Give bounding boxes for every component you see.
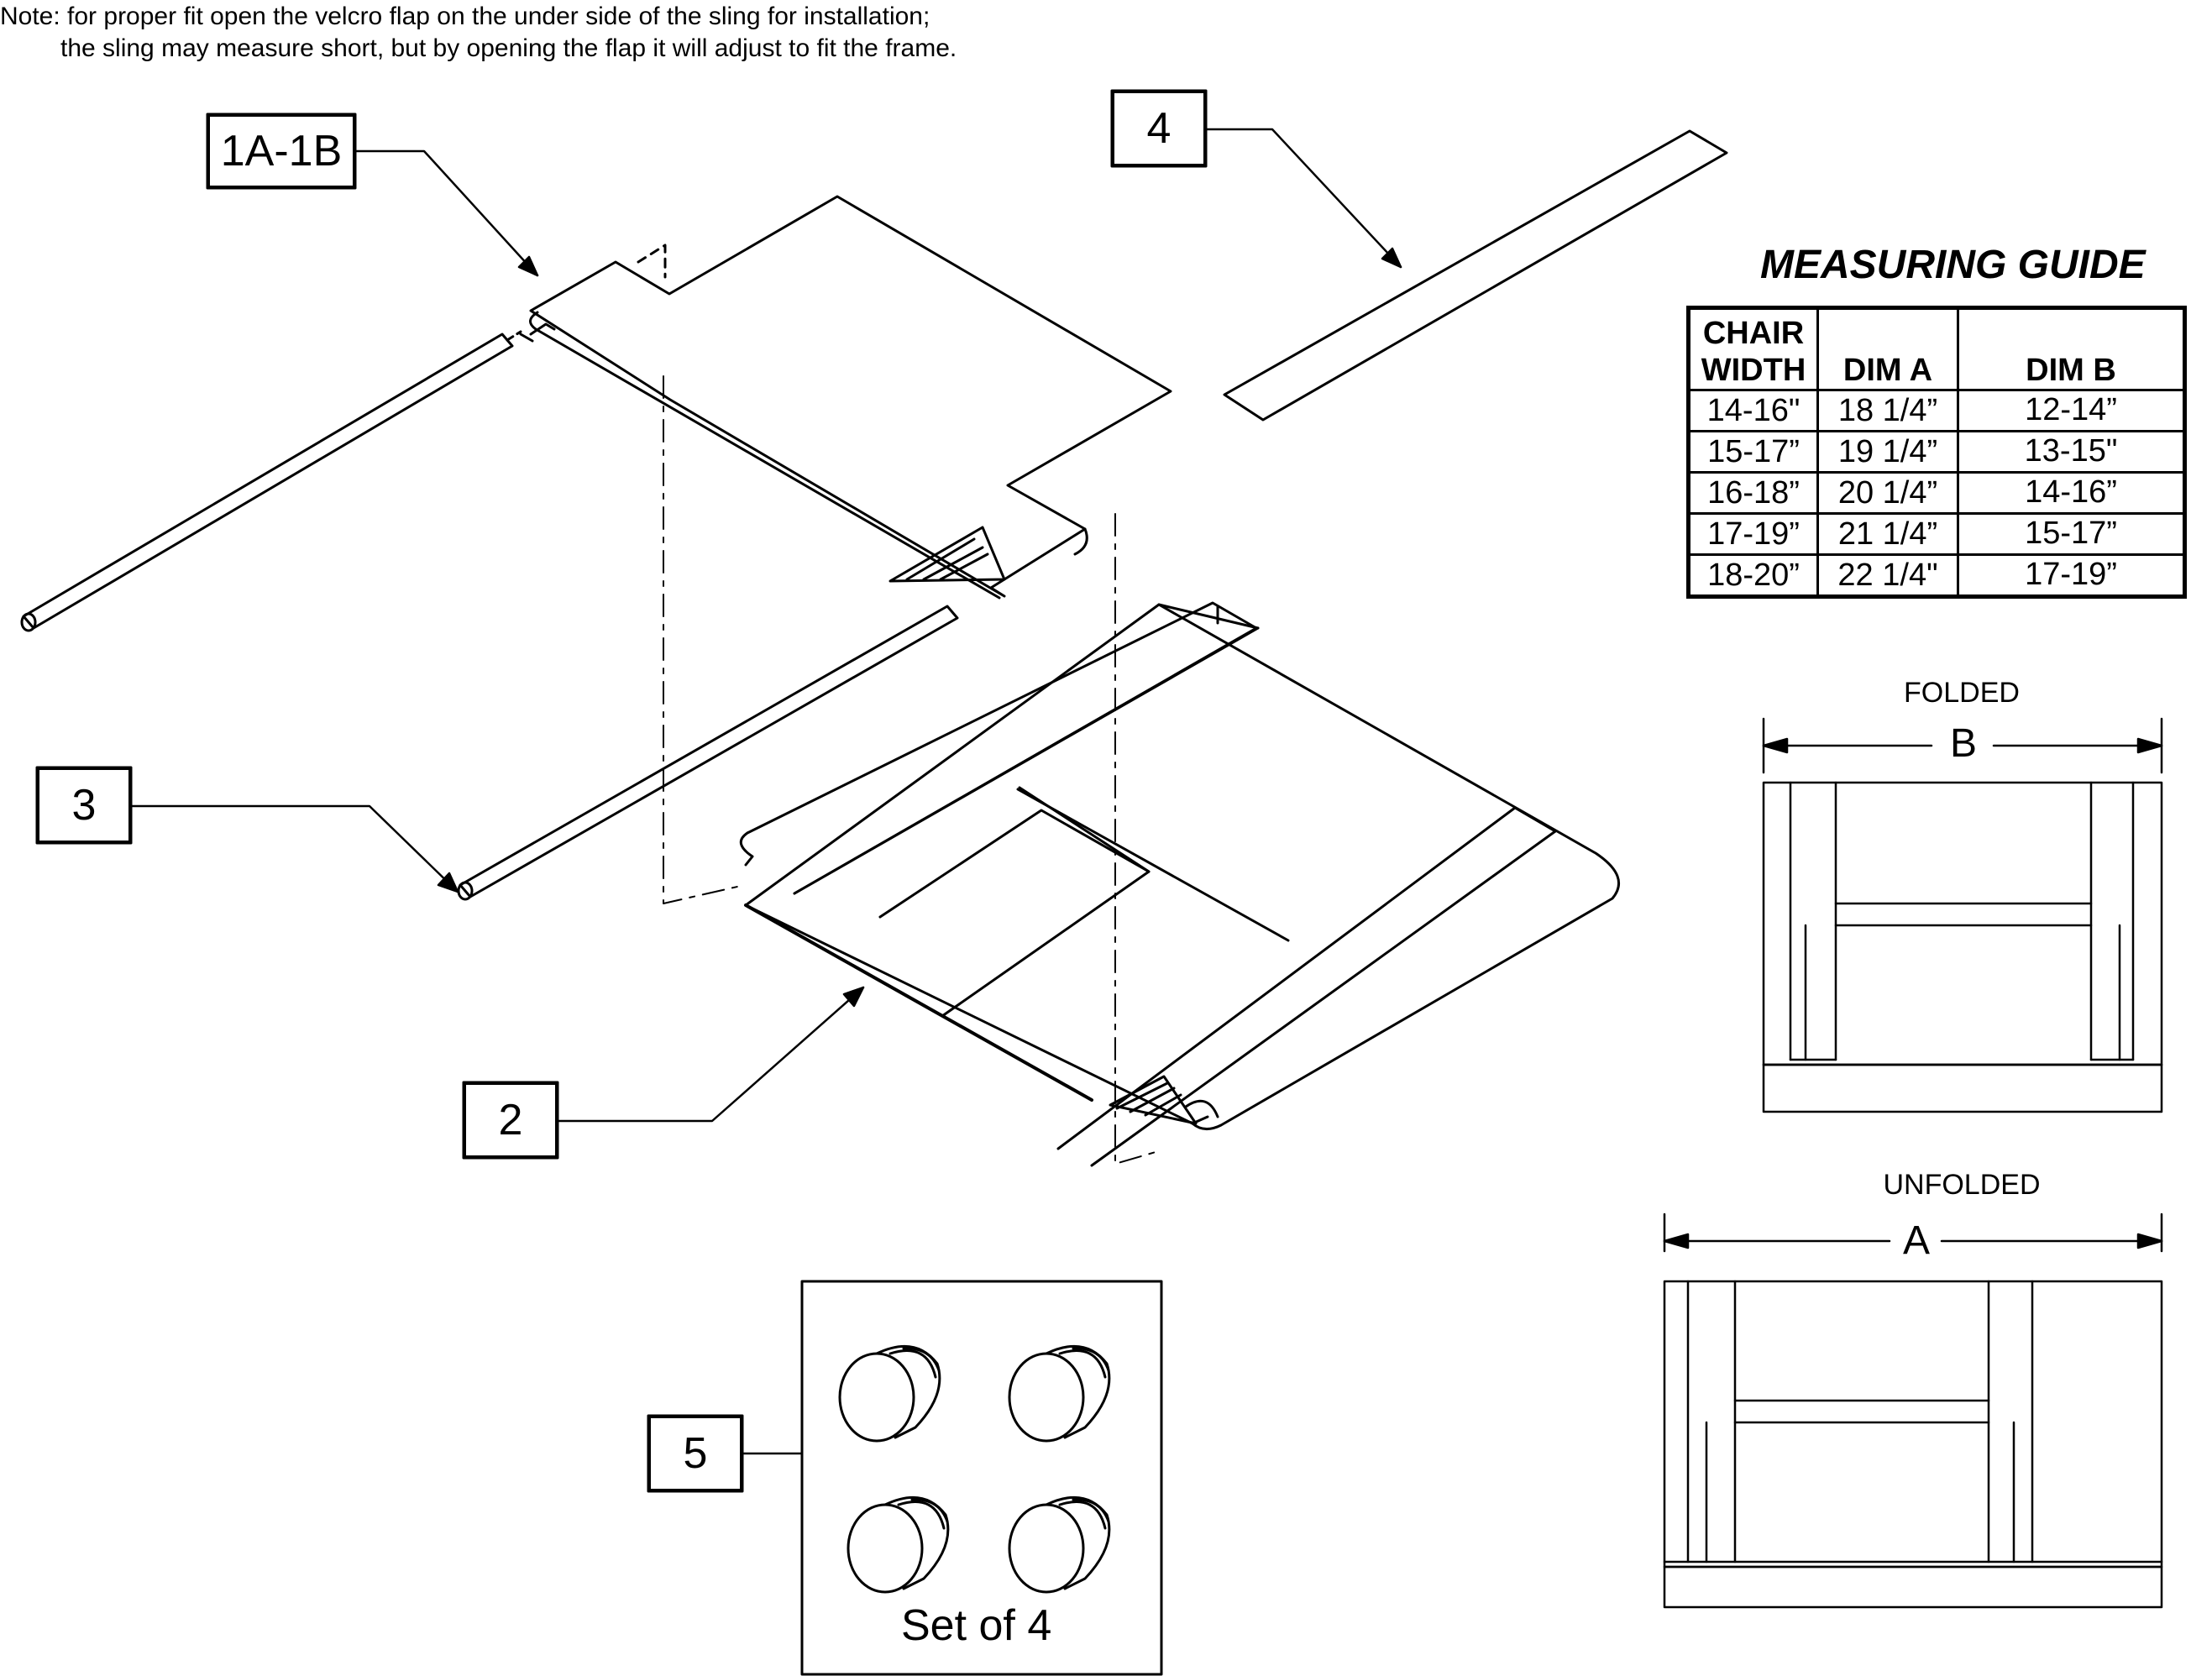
- folded-label: FOLDED: [1904, 677, 2020, 709]
- installation-note-line1: Note: for proper fit open the velcro fla…: [0, 3, 930, 30]
- cell-dim-a: 21 1/4”: [1816, 512, 1959, 556]
- set-of-4-label: Set of 4: [901, 1601, 1052, 1650]
- callout-5: 5: [648, 1416, 742, 1491]
- cell-width: 18-20”: [1687, 553, 1819, 598]
- callout-4: 4: [1112, 91, 1206, 166]
- alignment-lines: [663, 375, 1156, 1165]
- part-1a-1b-back-sling: [519, 195, 1172, 600]
- measuring-guide-title: MEASURING GUIDE: [1760, 243, 2146, 287]
- unfolded-dimension-letter: A: [1895, 1218, 1939, 1264]
- unfolded-label: UNFOLDED: [1883, 1169, 2041, 1201]
- plug-2: [1008, 1344, 1111, 1443]
- measuring-guide-table: CHAIR WIDTH DIM A DIM B 14-16" 18 1/4” 1…: [1686, 306, 2187, 599]
- plug-4: [1008, 1495, 1111, 1594]
- table-row: 17-19” 21 1/4” 15-17”: [1687, 512, 2186, 556]
- installation-note-line2: the sling may measure short, but by open…: [60, 34, 957, 62]
- leader-lines: [129, 128, 1402, 1455]
- folded-dimension-letter: B: [1942, 720, 1986, 767]
- part-5-plugs: [800, 1280, 1163, 1676]
- cell-width: 14-16": [1687, 389, 1819, 432]
- part-4-strip: [1223, 129, 1728, 422]
- cell-dim-a: 20 1/4”: [1816, 471, 1959, 515]
- header-chair-line2: WIDTH: [1701, 353, 1806, 388]
- cell-width: 16-18”: [1687, 471, 1819, 515]
- cell-dim-b: 13-15": [1957, 430, 2186, 474]
- folded-diagram: [1762, 717, 2163, 1113]
- unfolded-diagram: [1663, 1212, 2163, 1609]
- header-chair-width: CHAIR WIDTH: [1687, 306, 1819, 391]
- cell-dim-b: 17-19”: [1957, 553, 2186, 598]
- cell-dim-a: 19 1/4”: [1816, 430, 1959, 474]
- plug-1: [838, 1344, 941, 1443]
- cell-dim-a: 18 1/4”: [1816, 389, 1959, 432]
- table-row: 18-20” 22 1/4" 17-19”: [1687, 553, 2186, 598]
- table-row: 14-16" 18 1/4” 12-14”: [1687, 389, 2186, 432]
- header-chair-line1: CHAIR: [1702, 316, 1805, 351]
- cell-dim-b: 14-16”: [1957, 471, 2186, 515]
- header-dim-a: DIM A: [1816, 306, 1959, 391]
- cell-dim-a: 22 1/4": [1816, 553, 1959, 598]
- cell-dim-b: 15-17”: [1957, 512, 2186, 556]
- callout-1a-1b: 1A-1B: [207, 114, 355, 188]
- callout-2: 2: [464, 1082, 558, 1158]
- cell-dim-b: 12-14”: [1957, 389, 2186, 432]
- cell-width: 17-19”: [1687, 512, 1819, 556]
- plug-3: [847, 1495, 950, 1594]
- part-2-seat-sling: [739, 601, 1621, 1167]
- table-row: 15-17” 19 1/4” 13-15": [1687, 430, 2186, 474]
- cell-width: 15-17”: [1687, 430, 1819, 474]
- part-3-rods: [20, 330, 959, 901]
- callout-3: 3: [37, 767, 131, 843]
- table-row: 16-18” 20 1/4” 14-16”: [1687, 471, 2186, 515]
- header-dim-b: DIM B: [1957, 306, 2186, 391]
